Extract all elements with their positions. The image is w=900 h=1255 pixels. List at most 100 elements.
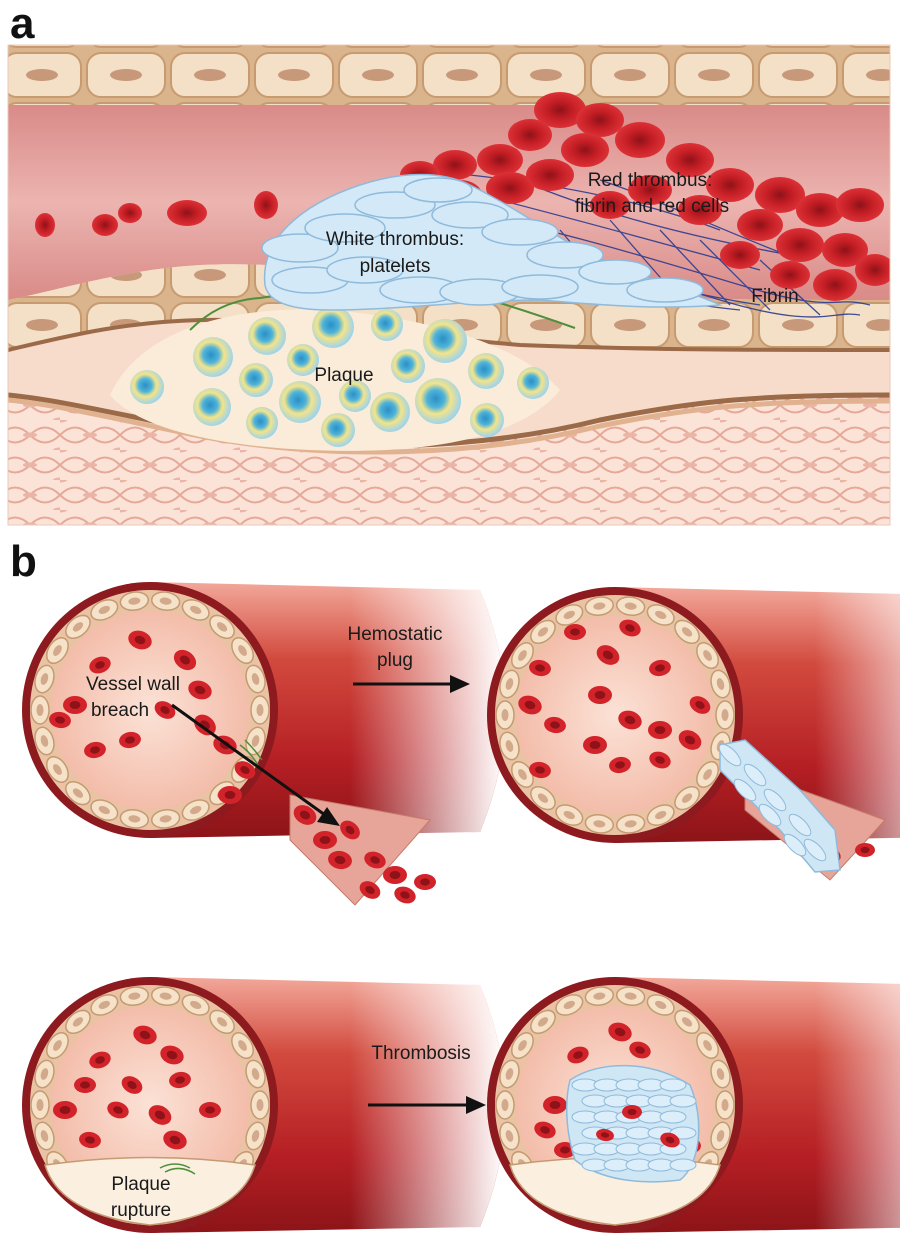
red-blood-cell: [534, 1121, 556, 1139]
endothelial-nucleus: [518, 769, 527, 780]
red-blood-cell: [218, 786, 242, 804]
endothelial-nucleus: [256, 1099, 264, 1111]
red-blood-cell: [154, 701, 176, 719]
red-blood-cell: [128, 630, 152, 650]
red-blood-cell: [53, 1101, 77, 1119]
red-blood-cell: [364, 851, 386, 869]
platelet: [803, 838, 827, 862]
endothelial-nucleus: [216, 622, 228, 632]
red-blood-cell: [89, 656, 111, 674]
red-blood-cell: [383, 866, 407, 884]
red-blood-cell: [234, 761, 256, 779]
red-blood-cell: [163, 1130, 187, 1150]
vessel-breach: [22, 582, 505, 906]
endothelial-nucleus: [655, 610, 667, 619]
arrow-hemostatic: [353, 675, 470, 693]
endothelial-nucleus: [128, 992, 141, 1000]
endothelial-nucleus: [40, 1068, 49, 1080]
red-blood-cell: [148, 1105, 172, 1125]
endothelial-nucleus: [128, 597, 141, 605]
red-blood-cell: [619, 619, 641, 637]
endothelial-nucleus: [655, 811, 667, 820]
label-hemostatic-1: Hemostatic: [347, 624, 442, 645]
endothelial-nucleus: [251, 1068, 260, 1080]
panel-a-vessel: [8, 45, 890, 525]
red-blood-cell: [689, 696, 711, 714]
endothelial-nucleus: [159, 992, 172, 1000]
red-blood-cell: [648, 721, 672, 739]
red-blood-cell: [583, 736, 607, 754]
label-plaque-rupture-1: Plaque: [111, 1174, 170, 1195]
endothelial-nucleus: [624, 992, 637, 1000]
platelet: [763, 788, 787, 812]
endothelial-nucleus: [716, 678, 725, 690]
endothelial-nucleus: [655, 1000, 667, 1009]
red-blood-cell: [414, 874, 436, 890]
platelet: [788, 813, 812, 837]
red-blood-cell: [107, 1101, 129, 1119]
red-blood-cell: [133, 1025, 157, 1045]
red-blood-cell: [119, 731, 141, 749]
red-blood-cell: [529, 659, 551, 677]
endothelial-nucleus: [40, 673, 49, 685]
endothelial-nucleus: [518, 650, 527, 661]
endothelial-nucleus: [505, 740, 514, 752]
endothelial-nucleus: [216, 1017, 228, 1027]
endothelial-nucleus: [537, 627, 549, 637]
endothelial-nucleus: [40, 735, 49, 747]
platelet: [669, 1158, 697, 1172]
endothelial-nucleus: [703, 769, 712, 780]
red-blood-cell: [89, 1051, 111, 1069]
endothelial-nucleus: [721, 709, 729, 721]
vessel-hemostatic-plug: [487, 587, 900, 881]
red-blood-cell: [544, 716, 566, 734]
label-white-thrombus-2: platelets: [360, 256, 431, 277]
red-blood-cell: [394, 886, 416, 904]
endothelial-nucleus: [190, 1000, 202, 1009]
red-blood-cell: [855, 843, 875, 857]
endothelial-nucleus: [593, 602, 606, 610]
vessel-fade: [350, 582, 505, 838]
platelet: [783, 833, 807, 857]
red-blood-cell: [49, 711, 71, 729]
red-blood-cell: [293, 805, 317, 825]
red-blood-cell: [518, 695, 542, 715]
red-blood-cell: [567, 1046, 589, 1064]
endothelial-nucleus: [563, 610, 575, 619]
panel-b-letter: b: [10, 537, 37, 586]
red-blood-cell: [596, 645, 620, 665]
label-vessel-wall-2: breach: [91, 700, 149, 721]
label-red-thrombus-2: fibrin and red cells: [575, 196, 729, 217]
endothelial-nucleus: [159, 815, 172, 823]
endothelial-nucleus: [238, 645, 247, 656]
endothelial-nucleus: [72, 1017, 84, 1027]
label-white-thrombus-1: White thrombus:: [326, 229, 464, 250]
red-blood-cell: [588, 686, 612, 704]
endothelial-nucleus: [716, 1068, 725, 1080]
endothelial-nucleus: [624, 820, 637, 828]
breach-fibrin: [239, 739, 263, 766]
red-blood-cell: [63, 696, 87, 714]
vessel-plaque-rupture: [22, 977, 505, 1233]
red-blood-cell: [79, 1131, 101, 1149]
endothelial-nucleus: [505, 1068, 514, 1080]
endothelial-nucleus: [72, 622, 84, 632]
endothelial-nucleus: [681, 627, 693, 637]
red-blood-cell: [678, 730, 702, 750]
red-blood-cell: [359, 881, 381, 899]
free-red-cells: [35, 191, 278, 237]
label-vessel-wall-1: Vessel wall: [86, 674, 180, 695]
platelet: [659, 1110, 687, 1124]
red-blood-cell: [529, 761, 551, 779]
endothelial-nucleus: [128, 815, 141, 823]
label-plaque: Plaque: [314, 365, 373, 386]
endothelial-nucleus: [501, 709, 509, 721]
red-blood-cell: [608, 1022, 632, 1042]
label-plaque-rupture-2: rupture: [111, 1200, 171, 1221]
endothelial-nucleus: [703, 650, 712, 661]
endothelial-nucleus: [681, 793, 693, 803]
vessel-fade: [815, 587, 900, 843]
endothelial-nucleus: [251, 1130, 260, 1142]
